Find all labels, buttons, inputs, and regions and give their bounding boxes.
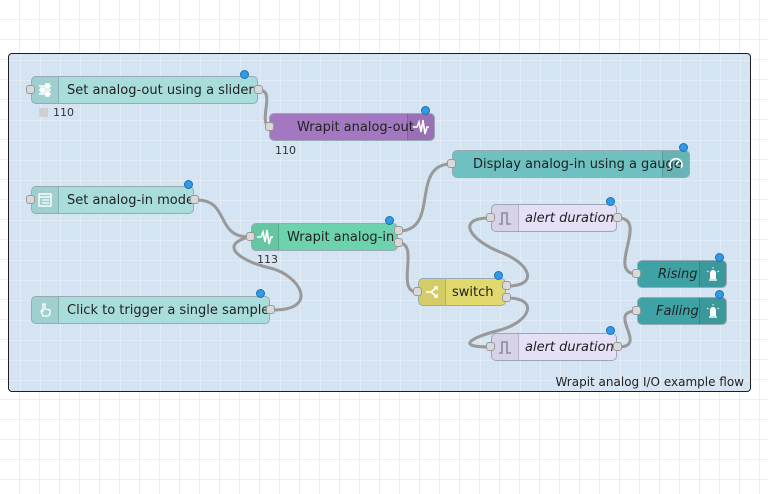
analog-out-node[interactable]: Wrapit analog-out [269, 113, 435, 141]
pulse-icon [499, 341, 511, 354]
switch-changed-indicator [494, 271, 503, 280]
mode-node[interactable]: Set analog-in mode [31, 186, 194, 214]
analog-in-node-label: Wrapit analog-in [287, 229, 395, 245]
slider-status-text: 110 [53, 106, 74, 119]
analog-out-node-label: Wrapit analog-out [297, 119, 414, 135]
switch-node-label: switch [452, 284, 494, 300]
mode-node-label: Set analog-in mode [67, 192, 195, 208]
analog-in-input-port[interactable] [246, 232, 255, 241]
falling-input-port[interactable] [632, 306, 641, 315]
analog-out-status-text: 110 [275, 144, 296, 157]
gauge-input-port[interactable] [447, 159, 456, 168]
analog-in-output-port-2[interactable] [394, 238, 403, 247]
group-label: Wrapit analog I/O example flow [555, 375, 744, 389]
alert-duration-bottom-node[interactable]: alert duration [491, 333, 617, 361]
mode-input-port[interactable] [26, 195, 35, 204]
falling-node[interactable]: Falling [637, 297, 727, 325]
alert-duration-top-output-port[interactable] [613, 213, 622, 222]
mode-changed-indicator [184, 180, 193, 189]
waveform-icon [413, 119, 429, 135]
pulse-icon [499, 212, 511, 225]
analog-in-output-port-1[interactable] [394, 226, 403, 235]
trigger-changed-indicator [256, 289, 265, 298]
waveform-icon [257, 229, 273, 245]
slider-node[interactable]: Set analog-out using a slider [31, 76, 258, 104]
trigger-node-label: Click to trigger a single sample [67, 302, 270, 318]
slider-status-indicator [39, 108, 48, 117]
slider-output-port[interactable] [254, 85, 263, 94]
switch-output-port-1[interactable] [502, 281, 511, 290]
falling-node-label: Falling [656, 303, 699, 319]
slider-node-label: Set analog-out using a slider [67, 82, 254, 98]
switch-input-port[interactable] [413, 287, 422, 296]
gauge-node-label: Display analog-in using a gauge [473, 156, 682, 172]
alert-duration-bottom-label: alert duration [525, 339, 614, 355]
analog-in-node[interactable]: Wrapit analog-in [251, 223, 398, 251]
gauge-icon [669, 157, 683, 169]
analog-in-status-text: 113 [257, 253, 278, 266]
alert-duration-top-node[interactable]: alert duration [491, 204, 617, 232]
list-icon [38, 193, 52, 207]
trigger-output-port[interactable] [266, 305, 275, 314]
led-icon [706, 304, 720, 318]
gauge-changed-indicator [679, 143, 688, 152]
slider-input-port[interactable] [26, 85, 35, 94]
mode-output-port[interactable] [190, 195, 199, 204]
rising-node[interactable]: Rising [637, 260, 727, 288]
falling-changed-indicator [715, 290, 724, 299]
analog-out-changed-indicator [421, 106, 430, 115]
alert-duration-bottom-input-port[interactable] [486, 342, 495, 351]
rising-changed-indicator [715, 253, 724, 262]
trigger-node[interactable]: Click to trigger a single sample [31, 296, 270, 324]
rising-node-label: Rising [658, 266, 698, 282]
sliders-icon [39, 83, 51, 97]
alert-duration-top-changed-indicator [606, 197, 615, 206]
led-icon [706, 267, 720, 281]
rising-input-port[interactable] [632, 269, 641, 278]
analog-out-input-port[interactable] [265, 122, 274, 131]
switch-icon [426, 286, 438, 298]
hand-pointer-icon [40, 303, 51, 317]
switch-node[interactable]: switch [418, 278, 506, 306]
alert-duration-bottom-changed-indicator [606, 326, 615, 335]
switch-output-port-2[interactable] [502, 293, 511, 302]
alert-duration-top-label: alert duration [525, 210, 614, 226]
analog-in-changed-indicator [385, 216, 394, 225]
slider-changed-indicator [240, 70, 249, 79]
alert-duration-top-input-port[interactable] [486, 213, 495, 222]
alert-duration-bottom-output-port[interactable] [613, 342, 622, 351]
gauge-node[interactable]: Display analog-in using a gauge [452, 150, 690, 178]
